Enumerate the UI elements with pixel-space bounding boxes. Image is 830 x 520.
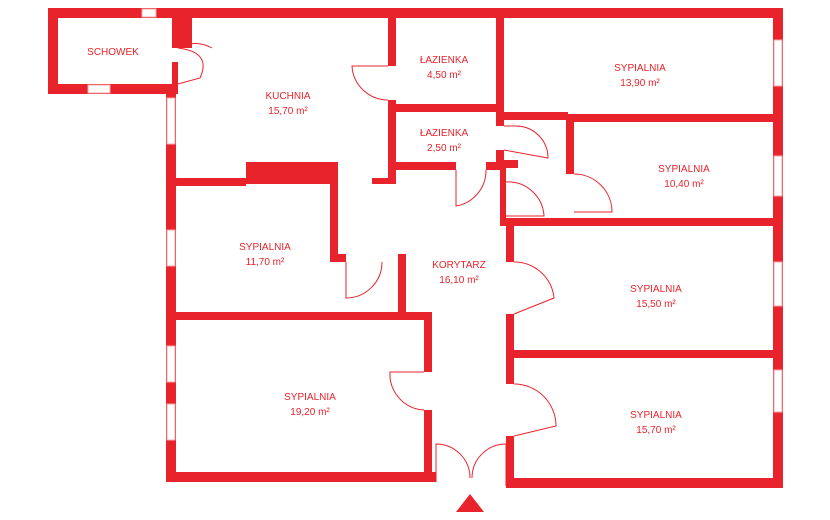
triangle-up-icon: [456, 494, 484, 512]
wall-right: [773, 8, 783, 488]
room-labels: SCHOWEK KUCHNIA 15,70 m² ŁAZIENKA 4,50 m…: [87, 47, 710, 436]
interior-walls: [166, 18, 776, 486]
window-kuchnia-left: [166, 97, 176, 145]
wall-closet-left: [500, 160, 506, 224]
window-right-2: [773, 155, 783, 197]
window-right-1: [773, 39, 783, 87]
room-name-kuchnia: KUCHNIA: [265, 91, 310, 102]
room-name-schowek: SCHOWEK: [87, 47, 139, 58]
door-entrance-right: [471, 443, 507, 486]
room-name-sypialnia-bottom-right: SYPIALNIA: [630, 410, 682, 421]
door-syp-right: [573, 173, 613, 213]
wall-kuchnia-lazienka-lower: [388, 100, 396, 170]
wall-top: [48, 8, 783, 18]
wall-closet-top: [500, 160, 518, 168]
door-entrance-left: [435, 443, 471, 482]
window-top-schowek: [141, 8, 157, 18]
chimney-block: [172, 18, 192, 48]
wall-syp-top-bottom-right: [566, 114, 776, 122]
window-sypialnia-bl-left-1: [166, 345, 176, 383]
wall-schowek-right: [172, 62, 178, 92]
room-area-sypialnia-mid-right: 15,50 m²: [636, 299, 676, 310]
wall-syp-bl-right-upper: [424, 312, 432, 372]
room-name-korytarz: KORYTARZ: [432, 260, 486, 271]
wall-left: [166, 84, 176, 482]
window-schowek-bottom: [87, 84, 111, 94]
window-sypialnia-bl-left-2: [166, 403, 176, 441]
room-area-sypialnia-right: 10,40 m²: [664, 179, 704, 190]
room-name-lazienka1: ŁAZIENKA: [420, 55, 469, 66]
door-schowek-arc: [177, 42, 213, 49]
room-area-sypialnia-mid-left: 11,70 m²: [246, 257, 285, 268]
room-area-sypialnia-bottom-left: 19,20 m²: [290, 407, 330, 418]
wall-korytarz-right-mid: [506, 314, 514, 384]
room-area-lazienka1: 4,50 m²: [427, 70, 462, 81]
wall-closet-bottom: [500, 218, 776, 226]
room-area-sypialnia-bottom-right: 15,70 m²: [636, 425, 676, 436]
door-syp-bottom-right: [513, 383, 557, 437]
wall-kuchnia-lazienka-upper: [388, 18, 396, 66]
room-area-kuchnia: 15,70 m²: [268, 106, 308, 117]
wall-syp-bl-right-lower: [424, 410, 432, 480]
room-area-korytarz: 16,10 m²: [439, 275, 479, 286]
door-schowek: [177, 47, 204, 85]
room-name-sypialnia-mid-right: SYPIALNIA: [630, 284, 682, 295]
door-lazienka1: [351, 65, 389, 101]
door-syp-mid-right: [513, 261, 555, 315]
wall-syp-mid-bottom: [166, 312, 430, 320]
room-area-sypialnia-top: 13,90 m²: [620, 78, 660, 89]
wall-bottom-right: [506, 478, 783, 488]
door-syp-bottom-left: [389, 371, 425, 411]
door-syp-mid-left: [345, 261, 383, 299]
wall-syp-right-left: [566, 114, 574, 174]
room-name-sypialnia-bottom-left: SYPIALNIA: [284, 392, 336, 403]
wall-lazienka1-bottom: [388, 104, 502, 112]
doors: [177, 42, 613, 486]
wall-syp-top-bottom-left: [500, 112, 568, 120]
wall-lazienka2-bottom-right: [486, 162, 502, 170]
room-name-sypialnia-mid-left: SYPIALNIA: [239, 242, 291, 253]
wall-syp-mid-left-stub: [330, 254, 346, 262]
window-sypialnia-left: [166, 229, 176, 267]
door-lazienka2: [455, 169, 487, 207]
wall-bottom-left: [166, 472, 436, 482]
wall-korytarz-right-upper: [506, 224, 514, 262]
wall-syp-mid-left-right: [330, 162, 338, 260]
wall-kuchnia-bottom-left: [166, 178, 246, 186]
wall-syp-mid-left-right-2: [398, 254, 406, 316]
chimney-block-2: [246, 162, 336, 184]
room-name-sypialnia-top: SYPIALNIA: [614, 63, 666, 74]
room-name-lazienka2: ŁAZIENKA: [420, 128, 469, 139]
wall-syp-mr-bottom: [506, 350, 776, 358]
wall-stub-vertical: [388, 166, 396, 184]
wall-schowek-left: [48, 8, 58, 94]
wall-lazienka-right-upper: [496, 18, 504, 126]
room-name-sypialnia-right: SYPIALNIA: [658, 164, 710, 175]
window-right-4: [773, 369, 783, 413]
wall-lazienka2-bottom: [388, 162, 456, 170]
outer-walls: [48, 8, 783, 488]
door-closet: [505, 181, 545, 217]
windows: [87, 8, 783, 441]
door-syp-top: [503, 125, 549, 159]
room-area-lazienka2: 2,50 m²: [427, 143, 462, 154]
window-right-3: [773, 261, 783, 307]
wall-schowek-bottom: [48, 84, 178, 94]
wall-korytarz-right-lower: [506, 436, 514, 486]
wall-stub-kuchnia: [372, 178, 396, 184]
